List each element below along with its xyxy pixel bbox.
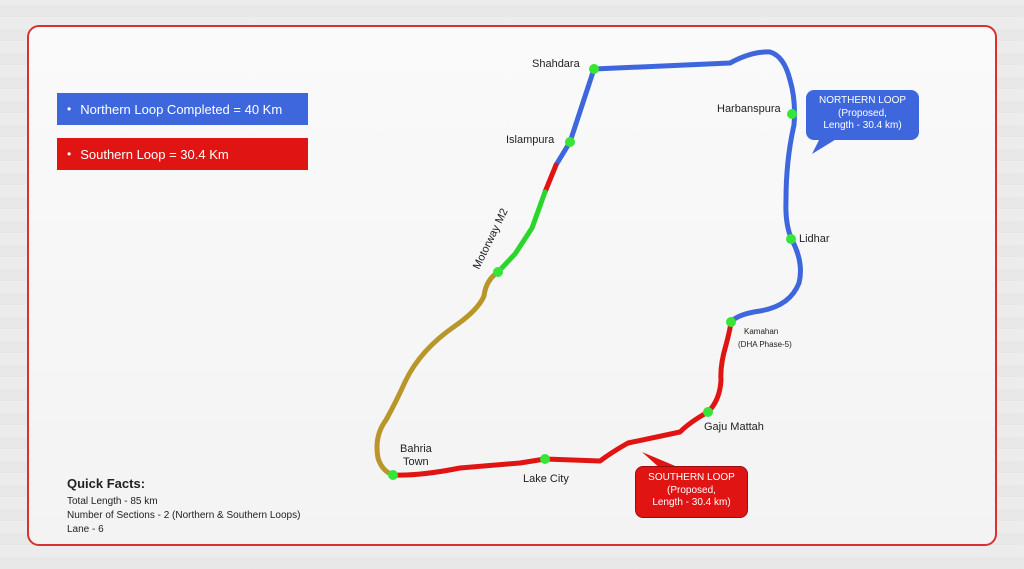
bullet-icon: •	[67, 102, 72, 116]
bullet-icon: •	[67, 147, 72, 161]
quick-facts-title: Quick Facts:	[67, 476, 146, 491]
callout-south-title: SOUTHERN LOOP	[648, 472, 735, 483]
route-southern	[390, 319, 734, 478]
callout-north-line2: (Proposed,	[838, 107, 887, 119]
callout-south-tail	[642, 452, 680, 470]
label-shahdara: Shahdara	[532, 58, 581, 70]
route-m2-green	[495, 189, 548, 275]
node-islampura	[565, 137, 575, 147]
label-kamahan-sub: (DHA Phase-5)	[738, 340, 792, 349]
label-kamahan: Kamahan	[744, 327, 778, 336]
node-bahria-town	[388, 470, 398, 480]
fact-sections: Number of Sections - 2 (Northern & South…	[67, 510, 301, 521]
label-bahria-line1: Bahria	[400, 443, 433, 455]
node-lake-city	[540, 454, 550, 464]
callout-south-line3: Length - 30.4 km)	[652, 497, 731, 508]
label-bahria-line2: Town	[403, 456, 429, 468]
legend-northern-label: Northern Loop Completed = 40 Km	[80, 101, 283, 117]
callout-north-title: NORTHERN LOOP	[818, 95, 907, 106]
node-harbanspura	[787, 109, 797, 119]
route-m2-gold	[374, 269, 501, 478]
route-m2-red-segment	[542, 162, 559, 195]
legend-southern-label: Southern Loop = 30.4 Km	[80, 146, 229, 162]
fact-total-length: Total Length - 85 km	[67, 496, 158, 507]
callout-northern-loop: NORTHERN LOOP (Proposed, Length - 30.4 k…	[806, 90, 919, 140]
legend-northern-loop: • Northern Loop Completed = 40 Km	[57, 93, 308, 125]
callout-south-line2: (Proposed,	[667, 484, 716, 496]
node-m2	[493, 267, 503, 277]
label-islampura: Islampura	[506, 134, 555, 146]
node-kamahan	[726, 317, 736, 327]
fact-lanes: Lane - 6	[67, 524, 104, 535]
quick-facts: Quick Facts: Total Length - 85 km Number…	[67, 476, 300, 537]
node-lidhar	[786, 234, 796, 244]
node-shahdara	[589, 64, 599, 74]
legend-southern-loop: • Southern Loop = 30.4 Km	[57, 138, 308, 170]
label-lidhar: Lidhar	[799, 233, 830, 245]
label-harbanspura: Harbanspura	[717, 103, 781, 115]
callout-southern-loop: SOUTHERN LOOP (Proposed, Length - 30.4 k…	[635, 466, 748, 518]
node-gaju-mattah	[703, 407, 713, 417]
route-northern-east	[591, 49, 803, 325]
label-gaju-mattah: Gaju Mattah	[704, 421, 764, 433]
callout-north-line3: Length - 30.4 km)	[823, 120, 902, 131]
label-lake-city: Lake City	[523, 473, 569, 485]
callout-north-tail	[812, 138, 838, 154]
route-northern-west	[553, 66, 597, 168]
